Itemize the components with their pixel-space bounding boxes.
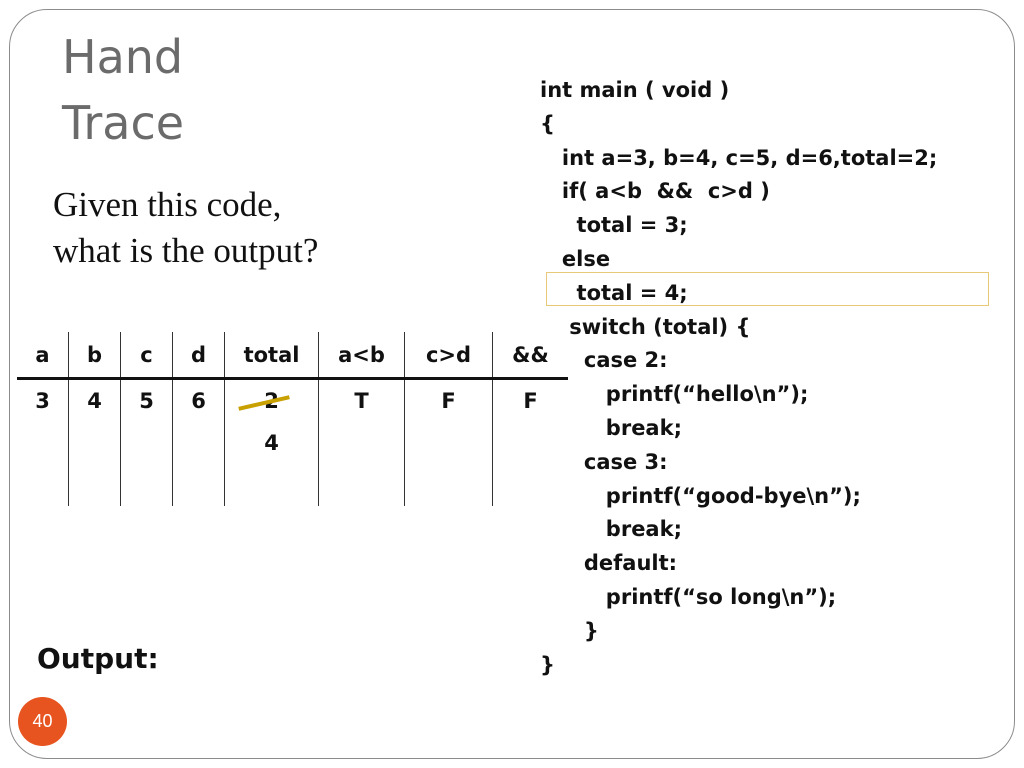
cell-a: 3 [35,389,50,413]
cell-total: 2 [224,378,319,422]
code-line: printf(“so long\n”); [540,584,837,609]
highlighted-code-line [546,272,989,306]
cell-and: F [492,378,568,422]
empty-cell [17,422,69,464]
question-prompt: Given this code, what is the output? [53,182,318,274]
header-d: d [172,332,225,380]
empty-cell [404,464,493,506]
page-number-badge: 40 [18,697,67,746]
cell-total-new: 4 [224,422,319,464]
code-line: break; [540,517,682,542]
code-line: total = 3; [540,213,688,238]
code-line: } [540,618,599,643]
prompt-line-1: Given this code, [53,185,282,224]
cell-d: 6 [172,378,225,422]
code-line: printf(“good-bye\n”); [540,483,861,508]
empty-cell [17,464,69,506]
code-line: int main ( void ) [540,78,730,102]
empty-cell [318,422,405,464]
title-line-1: Hand [62,30,184,84]
code-line: switch (total) { [540,314,751,339]
slide-title: Hand Trace [62,24,184,156]
empty-cell [68,422,121,464]
prompt-line-2: what is the output? [53,231,319,270]
code-line: { [540,111,555,136]
header-c-gt-d: c>d [404,332,493,380]
trace-table-header-row: a b c d total a<b c>d && [17,332,568,380]
empty-cell [120,422,173,464]
code-line: default: [540,551,678,576]
trace-table-row: 4 [17,422,568,464]
cell-c-gt-d: F [404,378,493,422]
empty-cell [492,464,568,506]
code-line: if( a<b && c>d ) [540,179,770,204]
code-line: printf(“hello\n”); [540,382,809,407]
code-line: break; [540,415,682,440]
title-line-2: Trace [62,96,185,150]
header-total: total [224,332,319,380]
cell-c: 5 [120,378,173,422]
code-line: } [540,652,555,677]
empty-cell [172,464,225,506]
struck-total-value: 2 [238,389,290,413]
code-line: case 3: [540,449,668,474]
header-and: && [492,332,568,380]
trace-table-row [17,464,568,506]
trace-table-row: 3 4 5 6 2 T F F [17,378,568,422]
header-a-lt-b: a<b [318,332,405,380]
empty-cell [68,464,121,506]
empty-cell [224,464,319,506]
cell-a-lt-b: T [318,378,405,422]
header-b: b [68,332,121,380]
cell-b: 4 [68,378,121,422]
empty-cell [492,422,568,464]
code-line: else [540,246,611,271]
empty-cell [318,464,405,506]
output-label: Output: [37,642,159,675]
empty-cell [404,422,493,464]
header-c: c [120,332,173,380]
code-line: total = 4; [540,280,688,305]
empty-cell [172,422,225,464]
empty-cell [120,464,173,506]
trace-table: a b c d total a<b c>d && 3 4 5 6 2 T F F [17,332,568,506]
page-number: 40 [32,711,53,731]
code-listing: int main ( void ) { int a=3, b=4, c=5, d… [540,74,937,682]
code-line: case 2: [540,348,668,373]
code-line: int a=3, b=4, c=5, d=6,total=2; [540,145,938,170]
header-a: a [17,332,69,380]
